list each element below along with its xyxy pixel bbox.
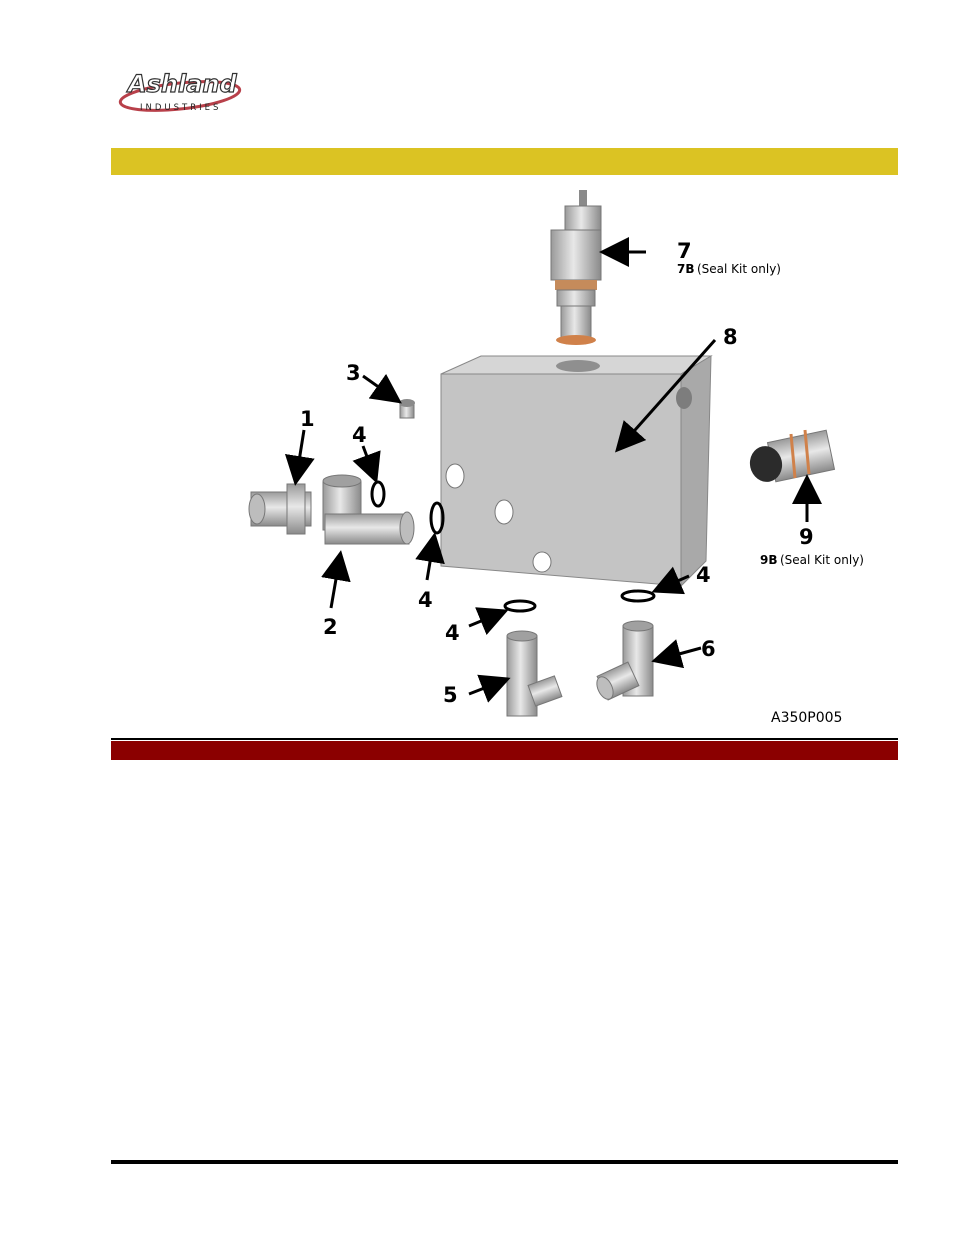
callout-8: 8	[723, 325, 738, 349]
leader-arrow-1	[284, 429, 315, 486]
elbow-fitting-6	[596, 620, 654, 701]
leader-arrow-4b	[415, 532, 445, 581]
callout-4c: 4	[445, 621, 460, 645]
callout-3: 3	[346, 361, 361, 385]
parts-diagram: 7 7B (Seal Kit only) 8 3 1 4 4 2 4 4 5 6…	[111, 176, 898, 736]
o-ring-4a	[370, 480, 386, 508]
section-bar	[111, 741, 898, 760]
figure-code: A350P005	[771, 710, 842, 726]
adapter-fitting-1	[248, 483, 312, 535]
plug-3	[399, 399, 415, 419]
callout-4a: 4	[352, 423, 367, 447]
o-ring-4d	[620, 589, 656, 603]
callout-4b: 4	[418, 588, 433, 612]
logo-wordmark: Ashland	[126, 70, 237, 98]
o-ring-4c	[503, 599, 537, 613]
cartridge-valve-7	[550, 190, 602, 345]
leader-arrow-6	[651, 639, 702, 669]
note-7b-code: 7B	[677, 262, 695, 276]
callout-5: 5	[443, 683, 458, 707]
callout-1: 1	[300, 407, 315, 431]
note-9b-text: (Seal Kit only)	[780, 553, 864, 567]
leader-arrow-4c	[468, 607, 509, 636]
cartridge-valve-9	[749, 429, 836, 483]
leader-arrow-5	[468, 674, 511, 703]
leader-arrow-3	[362, 373, 402, 404]
footer-rule	[111, 1160, 898, 1164]
header-bar	[111, 148, 898, 175]
elbow-fitting-5	[506, 630, 563, 717]
leader-arrow-4d	[651, 566, 690, 595]
tee-fitting-2	[322, 474, 415, 545]
leader-arrow-4a	[352, 445, 381, 484]
leader-arrow-8	[615, 339, 717, 453]
callout-7: 7	[677, 239, 692, 263]
note-9b-code: 9B	[760, 553, 778, 567]
callout-4d: 4	[696, 563, 711, 587]
callout-2: 2	[323, 615, 338, 639]
note-7b-text: (Seal Kit only)	[697, 262, 781, 276]
leader-arrow-2	[321, 550, 351, 609]
section-bar-rule	[111, 738, 898, 740]
ashland-logo: Ashland INDUSTRIES	[118, 70, 248, 114]
logo-subtitle: INDUSTRIES	[140, 103, 221, 113]
callout-9: 9	[799, 525, 814, 549]
callout-6: 6	[701, 637, 716, 661]
